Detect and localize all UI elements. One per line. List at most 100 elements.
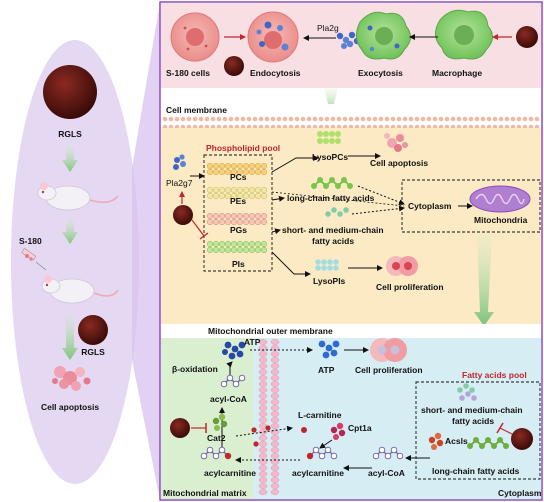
left-arrow-1 [62, 145, 78, 172]
dotted-long-chain-to-cytoplasm [357, 185, 405, 205]
phospholipid-molecule [254, 246, 262, 254]
membrane-lipid-head [492, 116, 498, 122]
inhibit-rgls-to-pgs [191, 219, 205, 237]
phospholipid-molecule [218, 186, 226, 194]
lysopcs-label: LysoPCs [312, 152, 348, 162]
membrane-lipid-head [270, 483, 280, 489]
short-medium-pool-label-2: fatty acids [452, 416, 494, 426]
acyl-coa-mito-label: acyl-CoA [210, 394, 247, 404]
membrane-lipid-head [498, 116, 504, 122]
membrane-lipid-head [258, 477, 268, 483]
rgls-particle-bottom [511, 428, 533, 450]
cytoplasm-bottom-background [253, 338, 541, 499]
membrane-lipid-head [258, 465, 268, 471]
membrane-lipid-head [270, 363, 280, 369]
phospholipid-molecule [248, 162, 256, 170]
membrane-lipid-head [258, 417, 268, 423]
membrane-lipid-head [396, 116, 402, 122]
membrane-lipid-head [270, 435, 280, 441]
membrane-lipid-head [258, 435, 268, 441]
phospholipid-molecule [230, 212, 238, 220]
membrane-lipid-head [258, 453, 268, 459]
arrow-pool-to-long-chain [271, 195, 285, 202]
phospholipid-molecule [236, 246, 244, 254]
membrane-lipid-head [270, 387, 280, 393]
membrane-lipid-head [522, 116, 528, 122]
apoptosis-cell-icon-mid [384, 133, 408, 152]
membrane-lipid-head [270, 369, 280, 375]
s180-label: S-180 [19, 236, 42, 246]
membrane-lipid-head [258, 339, 268, 345]
membrane-lipid-head [240, 116, 246, 122]
membrane-lipid-head [354, 116, 360, 122]
membrane-lipid-head [258, 429, 268, 435]
arrow-pool-to-short-medium [271, 228, 281, 235]
membrane-lipid-head [270, 116, 276, 122]
cell-proliferation-bottom-label: Cell proliferation [355, 365, 423, 375]
membrane-lipid-head [270, 489, 280, 495]
membrane-lipid-head [270, 345, 280, 351]
left-arrow-3 [62, 312, 78, 360]
membrane-lipid-head [246, 116, 252, 122]
membrane-lipid-head [198, 116, 204, 122]
phospholipid-molecule [230, 246, 238, 254]
left-panel: RGLS S-180 RGLS [11, 2, 160, 500]
phospholipid-molecule [260, 192, 268, 200]
macrophage-label: Macrophage [432, 68, 482, 78]
membrane-lipid-head [270, 429, 280, 435]
membrane-lipid-head [258, 441, 268, 447]
phospholipid-molecule [236, 168, 244, 176]
phospholipid-molecule [218, 162, 226, 170]
phospholipid-molecule [206, 218, 214, 226]
membrane-lipid-head [414, 116, 420, 122]
phospholipid-molecule [242, 240, 250, 248]
phospholipid-molecule [242, 162, 250, 170]
phospholipid-molecule [212, 186, 220, 194]
phospholipid-molecule [242, 192, 250, 200]
mito-matrix-label: Mitochondrial matrix [163, 488, 247, 498]
acsls-enzyme-icon [428, 432, 444, 450]
membrane-lipid-head [366, 116, 372, 122]
membrane-lipid-head [528, 116, 534, 122]
phospholipid-molecule [212, 218, 220, 226]
membrane-lipid-head [258, 399, 268, 405]
phospholipid-molecule [254, 186, 262, 194]
arrow-matrix-to-lcarnitine [235, 425, 293, 437]
pcs-label: PCs [230, 172, 247, 182]
membrane-lipid-head [282, 116, 288, 122]
phospholipid-molecule [254, 162, 262, 170]
phospholipid-molecule [206, 162, 214, 170]
phospholipid-molecule [242, 246, 250, 254]
phospholipid-molecule [212, 246, 220, 254]
mouse-illustration-1 [37, 182, 119, 211]
membrane-lipid-head [234, 116, 240, 122]
phospholipid-molecule [236, 162, 244, 170]
membrane-lipid-head [468, 116, 474, 122]
rgls-extract-top [43, 65, 97, 119]
fatty-acids-pool-label: Fatty acids pool [462, 370, 527, 380]
rgls-top-label: RGLS [58, 129, 82, 139]
pla2g7-label: Pla2g7 [166, 178, 193, 188]
membrane-lipid-head [474, 116, 480, 122]
membrane-lipid-head [252, 116, 258, 122]
phospholipid-molecule [260, 162, 268, 170]
phospholipid-molecule [230, 168, 238, 176]
phospholipid-molecule [260, 218, 268, 226]
membrane-lipid-head [450, 116, 456, 122]
membrane-lipid-head [258, 116, 264, 122]
phospholipid-molecule [248, 168, 256, 176]
phospholipid-molecule [212, 240, 220, 248]
phospholipid-molecule [248, 186, 256, 194]
membrane-lipid-head [378, 116, 384, 122]
short-medium-pool-label-1: short- and medium-chain [421, 405, 523, 415]
mouse-illustration-2 [41, 275, 119, 304]
phospholipid-molecule [230, 192, 238, 200]
membrane-lipid-head [162, 116, 168, 122]
membrane-lipid-head [360, 116, 366, 122]
membrane-lipid-head [270, 399, 280, 405]
pes-label: PEs [230, 196, 246, 206]
acylcarnitine-right-icon [306, 446, 338, 460]
membrane-lipid-head [348, 116, 354, 122]
long-chain-pool-icon [467, 437, 509, 449]
